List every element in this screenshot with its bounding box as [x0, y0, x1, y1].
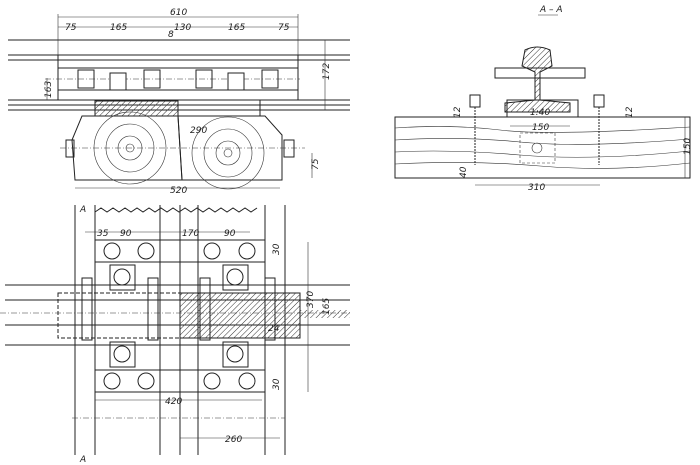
dim-75-left: 75 — [65, 23, 77, 33]
dim-12-left: 12 — [453, 106, 463, 118]
spike-holes — [103, 242, 256, 390]
dim-370: 370 — [306, 291, 316, 308]
dim-150-plate: 150 — [532, 123, 549, 133]
dim-172: 172 — [322, 63, 332, 80]
section-mark-bottom: A — [79, 455, 86, 465]
dim-163: 163 — [44, 81, 54, 98]
plan-dimensions: 35 90 170 90 30 370 165 24 30 420 260 — [85, 229, 332, 445]
section-dimensions: 12 1:40 150 12 150 40 310 — [453, 106, 693, 193]
tie-plate-section — [506, 99, 579, 118]
section-mark-top: A — [79, 205, 86, 215]
section-title: A – A — [539, 5, 563, 15]
dim-165-left: 165 — [110, 23, 127, 33]
dim-90-right: 90 — [224, 229, 236, 239]
rail-plan — [0, 284, 350, 346]
dim-290: 290 — [190, 126, 207, 136]
dim-150-sleeper: 150 — [683, 138, 693, 155]
dim-40: 40 — [459, 166, 469, 178]
plan-view: A A — [0, 205, 350, 465]
tie-plates-plan — [81, 239, 276, 393]
joint-bolt — [494, 67, 586, 79]
dim-310: 310 — [528, 183, 545, 193]
side-dimensions: 610 75 165 130 8 165 75 172 163 290 75 5… — [44, 8, 332, 196]
nut-right — [283, 139, 295, 158]
dim-170: 170 — [182, 229, 199, 239]
fishplate-blocks — [77, 69, 279, 91]
bolt-clamps — [109, 264, 249, 368]
log-sleepers — [60, 111, 305, 190]
dim-35: 35 — [97, 229, 109, 239]
dim-90-left: 90 — [120, 229, 132, 239]
dim-8: 8 — [168, 30, 174, 40]
dim-130: 130 — [174, 23, 191, 33]
screw-spikes — [469, 94, 605, 165]
dim-260: 260 — [225, 435, 242, 445]
dim-30-top: 30 — [272, 243, 282, 255]
dim-1-40: 1:40 — [530, 108, 550, 118]
dim-610: 610 — [170, 8, 187, 18]
dim-165-right: 165 — [228, 23, 245, 33]
nut-left — [65, 139, 75, 158]
dim-75-right: 75 — [278, 23, 290, 33]
dim-30-bottom: 30 — [272, 378, 282, 390]
hatched-plate — [94, 100, 179, 117]
joint-bolts-plan — [81, 277, 276, 341]
dim-24: 24 — [268, 324, 280, 334]
section-view: A – A 12 1:40 150 12 150 40 310 — [394, 5, 693, 193]
dim-12-right: 12 — [625, 106, 635, 118]
dim-520: 520 — [170, 186, 187, 196]
dim-75-bolt: 75 — [311, 158, 321, 170]
rail-section — [494, 46, 586, 118]
dim-420: 420 — [165, 397, 182, 407]
rail — [8, 39, 350, 111]
dim-165-web: 165 — [322, 298, 332, 315]
side-view: 610 75 165 130 8 165 75 172 163 290 75 5… — [8, 8, 350, 196]
